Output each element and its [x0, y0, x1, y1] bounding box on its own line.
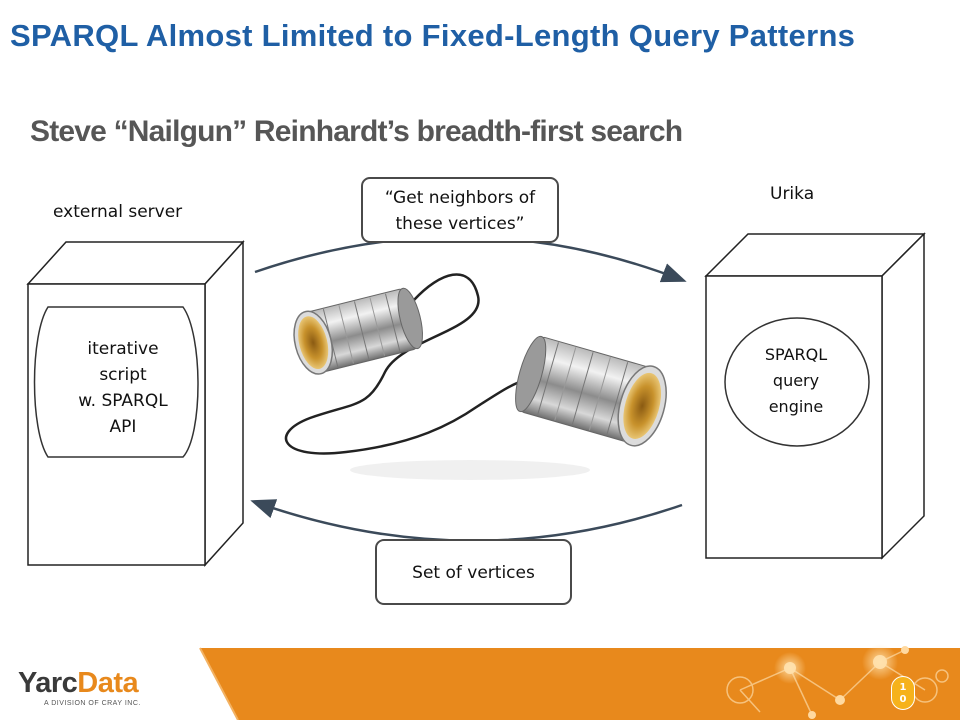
script-line: iterative [87, 339, 159, 359]
sparql-engine-ellipse [724, 317, 870, 447]
engine-line: SPARQL [764, 345, 828, 364]
urika-label: Urika [770, 184, 815, 204]
response-text: Set of vertices [412, 563, 535, 583]
logo-subtitle: A DIVISION OF CRAY INC. [44, 700, 141, 707]
request-line: “Get neighbors of [384, 188, 536, 208]
engine-line: query [772, 371, 820, 390]
page-number-digit: 0 [899, 694, 907, 705]
external-server-label: external server [53, 202, 183, 222]
engine-line: engine [768, 397, 824, 416]
slide-subtitle: Steve “Nailgun” Reinhardt’s breadth-firs… [30, 115, 683, 148]
request-message-box: “Get neighbors of these vertices” [361, 177, 559, 243]
script-scroll-shape [33, 306, 199, 458]
request-line: these vertices” [395, 214, 525, 234]
footer-band [0, 644, 960, 720]
script-line: script [99, 365, 147, 385]
response-message-box: Set of vertices [375, 539, 572, 605]
request-arrow [254, 235, 687, 283]
logo-part1: Yarc [18, 667, 78, 699]
page-number-badge: 1 0 [891, 676, 915, 710]
page-number-digit: 1 [899, 682, 907, 693]
tin-can-telephone-illustration [284, 273, 667, 480]
script-line: API [109, 417, 137, 437]
sparql-engine-text: SPARQL query engine [726, 342, 866, 420]
logo-part2: Data [77, 667, 139, 699]
iterative-script-text: iterative script w. SPARQL API [58, 336, 188, 440]
script-line: w. SPARQL [78, 391, 168, 411]
slide-title: SPARQL Almost Limited to Fixed-Length Qu… [10, 18, 856, 53]
response-arrow [250, 499, 683, 542]
yarcdata-logo: YarcData [18, 667, 139, 700]
